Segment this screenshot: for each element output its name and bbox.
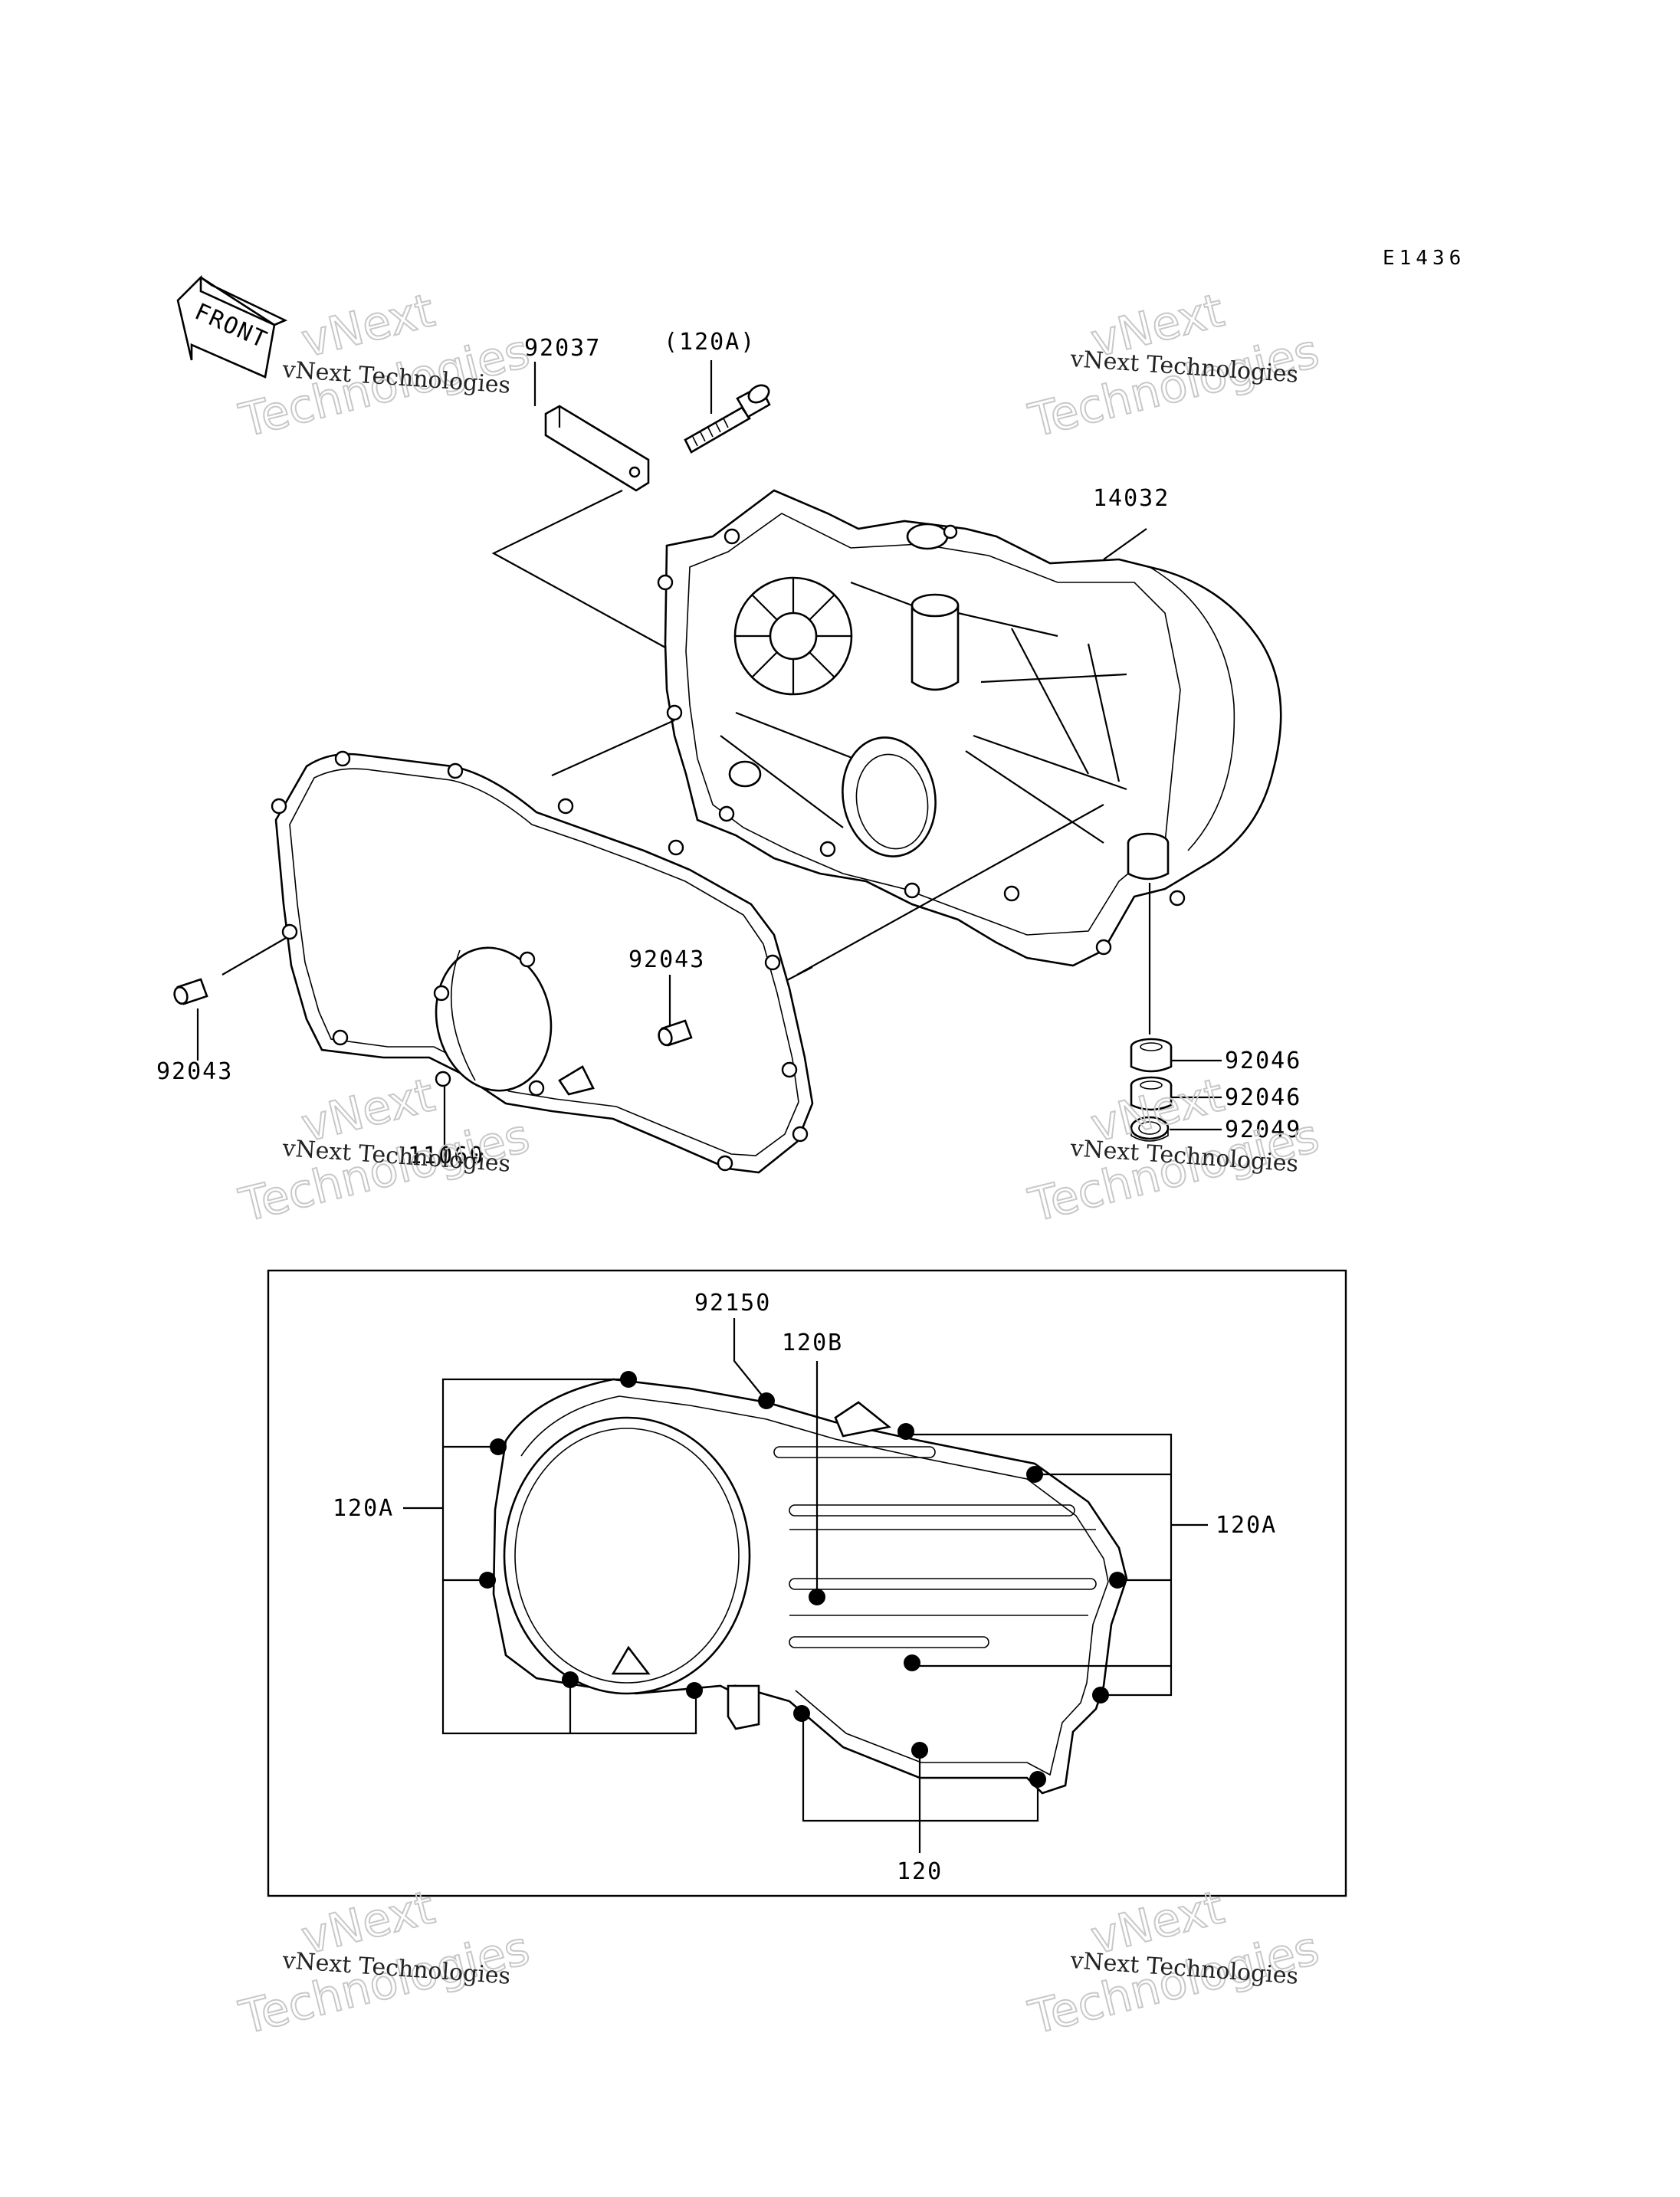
inset-frame bbox=[267, 1269, 1347, 1897]
watermark-5: vNext Technologies vNext Technologies bbox=[234, 1880, 536, 2046]
label-92150: 92150 bbox=[694, 1290, 771, 1317]
part-92037-bracket bbox=[544, 405, 650, 492]
watermark-2: vNext Technologies vNext Technologies bbox=[1023, 283, 1325, 449]
leader-14032 bbox=[1103, 528, 1147, 560]
diagram-code: E1436 bbox=[1383, 247, 1465, 270]
leader-bracket-mount bbox=[491, 490, 668, 649]
label-92046-b: 92046 bbox=[1225, 1084, 1301, 1111]
label-92043-center: 92043 bbox=[628, 946, 705, 973]
front-direction-arrow-icon: FRONT bbox=[176, 274, 288, 379]
label-14032: 14032 bbox=[1093, 485, 1170, 512]
part-120A-bolt bbox=[684, 384, 771, 454]
part-outer-cover bbox=[479, 1371, 1128, 1795]
gasket-bolt-holes bbox=[271, 750, 809, 1172]
label-92037: 92037 bbox=[524, 335, 601, 362]
label-11060: 11060 bbox=[408, 1143, 484, 1169]
cover-mount-holes bbox=[657, 524, 1186, 956]
part-11060-gasket bbox=[271, 750, 814, 1174]
part-14032-inner-cover bbox=[657, 489, 1282, 967]
label-92049: 92049 bbox=[1225, 1117, 1301, 1143]
part-92046-collar-a bbox=[1130, 1038, 1173, 1073]
label-120B: 120B bbox=[782, 1330, 843, 1356]
label-92046-a: 92046 bbox=[1225, 1048, 1301, 1074]
watermark-6: vNext Technologies vNext Technologies bbox=[1023, 1880, 1325, 2046]
label-92043-left: 92043 bbox=[156, 1058, 233, 1085]
part-92043-dowel-left bbox=[173, 978, 208, 1005]
part-92049-oil-seal bbox=[1130, 1116, 1170, 1142]
inset-leaders bbox=[403, 1318, 1208, 1853]
cover-ribs bbox=[773, 1446, 1097, 1648]
label-120A-right: 120A bbox=[1216, 1512, 1277, 1539]
part-92043-dowel-center bbox=[658, 1019, 693, 1047]
label-120A-paren: (120A) bbox=[664, 329, 756, 356]
label-120A-left: 120A bbox=[333, 1495, 394, 1522]
part-92046-collar-b bbox=[1130, 1076, 1173, 1111]
label-120: 120 bbox=[897, 1858, 943, 1885]
watermark-1: vNext Technologies vNext Technologies bbox=[234, 283, 536, 449]
